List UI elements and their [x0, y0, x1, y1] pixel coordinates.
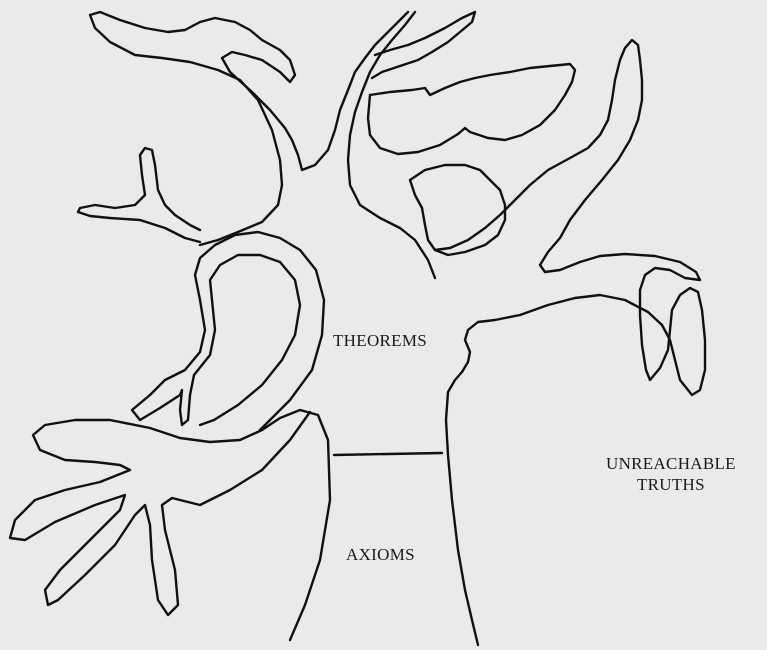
theorems-label: THEOREMS [333, 330, 427, 351]
left-twig-outline [78, 148, 200, 242]
unreachable-truths-label: UNREACHABLE TRUTHS [606, 453, 736, 496]
axioms-label: AXIOMS [346, 544, 415, 565]
upper-right-branch-outline [368, 64, 575, 154]
unreachable-label-line1: UNREACHABLE [606, 453, 736, 474]
trunk-left-outline [10, 410, 330, 640]
unreachable-label-line2: TRUTHS [606, 474, 736, 495]
right-lobe-outline [410, 165, 505, 255]
far-right-branch-outline [435, 40, 705, 395]
middle-arm-outline [132, 232, 324, 430]
upper-trunk-right-edge [348, 12, 435, 278]
axiom-theorem-boundary [334, 453, 442, 455]
upper-trunk-outline [90, 12, 408, 245]
